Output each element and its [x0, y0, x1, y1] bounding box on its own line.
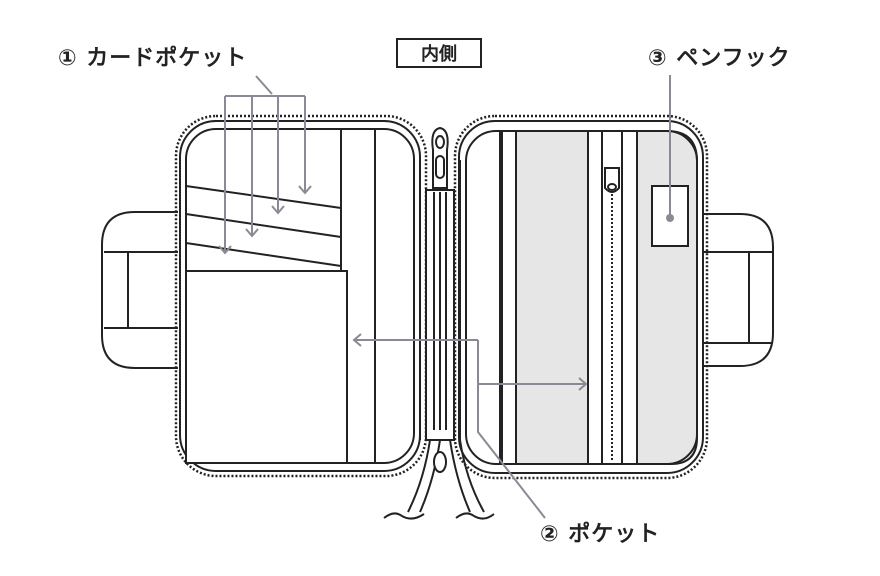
inside-label: 内側 [396, 38, 482, 68]
card-pocket-label: ① カードポケット [58, 46, 248, 71]
left-case [174, 114, 428, 478]
left-handle [101, 211, 178, 369]
pen-hook-dot [666, 214, 674, 222]
right-handle [702, 213, 774, 367]
callouts [218, 75, 671, 519]
pen-hook-label: ③ ペンフック [648, 46, 791, 71]
card-slots [185, 185, 342, 267]
center-zipper [383, 126, 495, 520]
pocket-label: ② ポケット [540, 522, 661, 547]
right-case [453, 114, 709, 480]
left-pocket [185, 270, 348, 464]
